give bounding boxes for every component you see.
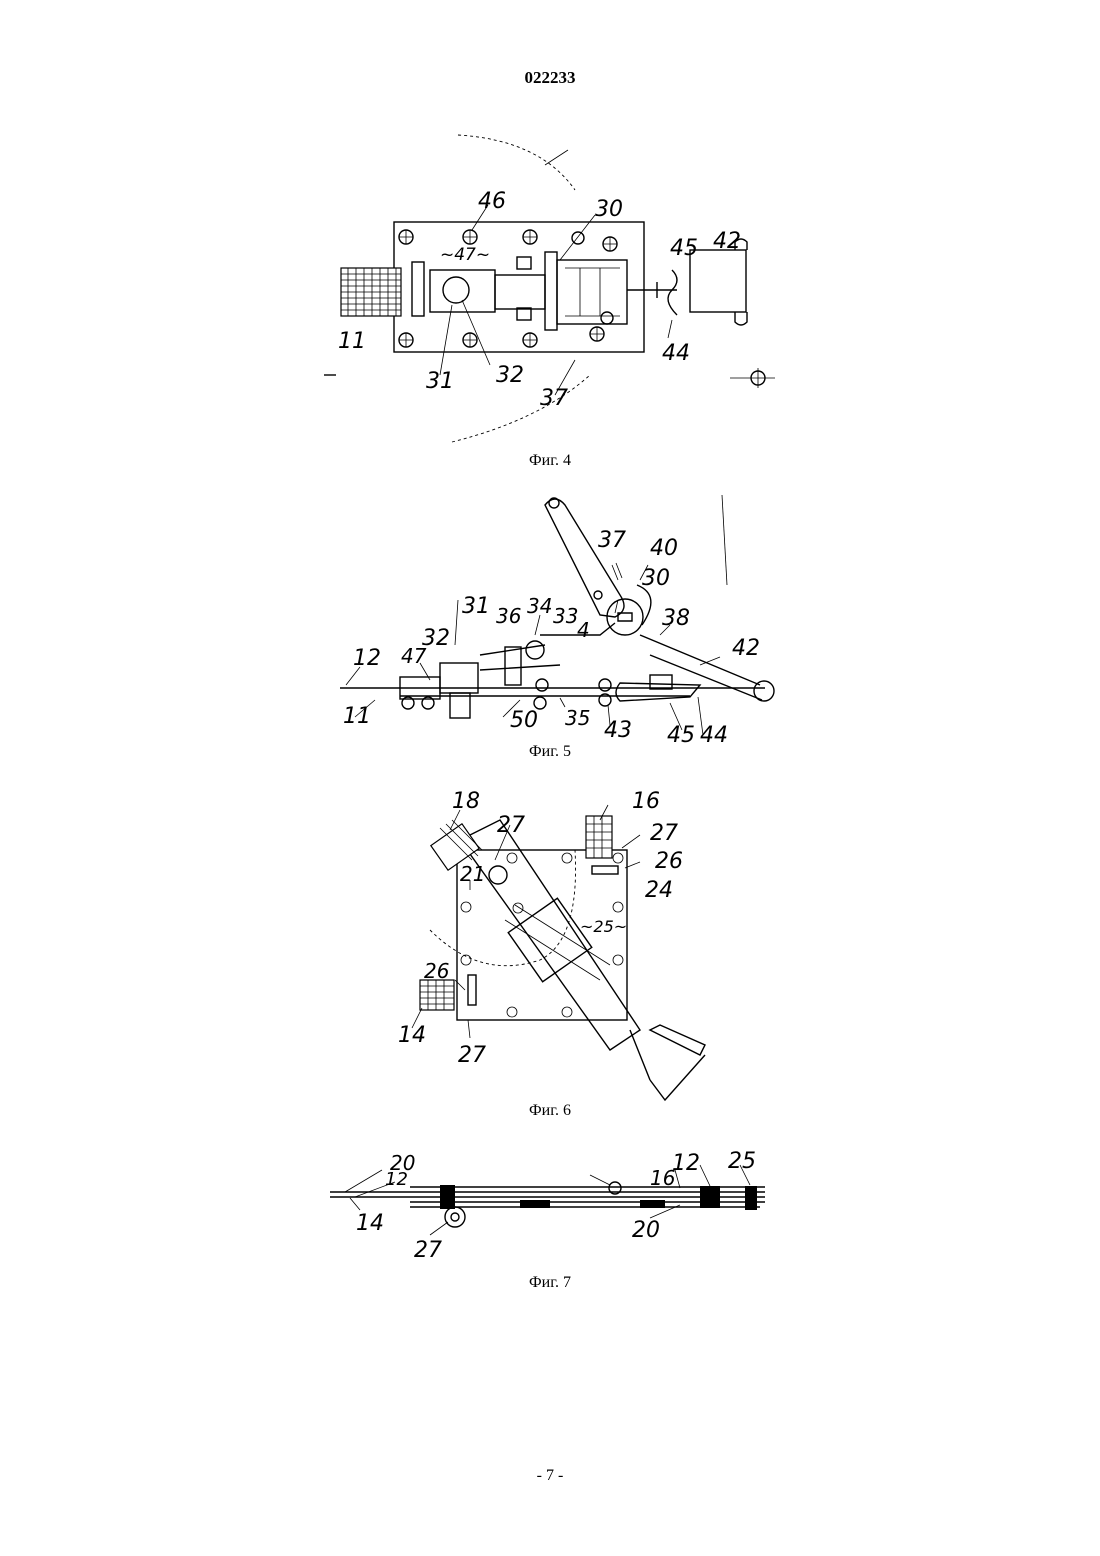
label-44: 44	[662, 341, 690, 366]
label-42: 42	[732, 636, 760, 661]
figure-5-caption: Фиг. 5	[0, 743, 1100, 761]
figure-6-caption: Фиг. 6	[0, 1102, 1100, 1120]
label-16: 16	[632, 789, 660, 814]
label-50: 50	[510, 708, 538, 733]
label-14: 14	[398, 1023, 426, 1048]
label-12: 12	[353, 646, 381, 671]
label-34: 34	[527, 594, 552, 618]
label-24: 24	[645, 878, 673, 903]
label-27-right: 27	[650, 821, 678, 846]
label-47: ~47~	[440, 245, 490, 265]
label-38: 38	[662, 606, 690, 631]
label-14: 14	[356, 1211, 384, 1236]
label-26-left: 26	[424, 959, 449, 983]
label-37: 37	[540, 386, 568, 411]
label-12-left: 12	[385, 1169, 408, 1190]
handle-42	[690, 250, 746, 312]
tape-11	[341, 268, 401, 316]
label-11: 11	[338, 329, 366, 354]
label-45: 45	[670, 236, 698, 261]
label-45: 45	[667, 723, 695, 745]
tape-16	[586, 816, 612, 858]
label-20-bottom: 20	[632, 1218, 660, 1243]
label-47: 47	[401, 644, 427, 668]
bolt-holes	[399, 230, 617, 347]
figure-4: 46 30 ~47~ 45 42 11 31 32 37 44 Фиг. 4	[0, 120, 1100, 480]
label-11: 11	[343, 704, 371, 729]
label-30: 30	[642, 566, 670, 591]
slide-bar-47	[430, 270, 495, 312]
label-21: 21	[460, 862, 485, 886]
swing-arc-top	[458, 135, 575, 190]
document-number: 022233	[0, 68, 1100, 88]
label-25: ~25~	[580, 917, 627, 936]
label-43: 43	[604, 718, 632, 743]
label-33: 33	[553, 604, 578, 628]
label-26-right: 26	[655, 849, 683, 874]
label-42: 42	[713, 229, 741, 254]
ratchet-frame	[545, 252, 557, 330]
label-27-bottom: 27	[458, 1043, 486, 1068]
label-27-top: 27	[497, 813, 525, 838]
figure-7-drawing: 20 12 14 16 12 25 20 27	[0, 1140, 1100, 1275]
label-12-right: 12	[672, 1151, 700, 1176]
figure-4-drawing: 46 30 ~47~ 45 42 11 31 32 37 44	[0, 120, 1100, 460]
label-44: 44	[700, 723, 728, 745]
page-number: - 7 -	[0, 1467, 1100, 1485]
tape-14	[420, 980, 454, 1010]
label-18: 18	[452, 789, 480, 814]
lever-37	[545, 499, 624, 617]
figure-5-drawing: 37 40 30 31 34 36 33 4 38 32 42 12 47 11…	[0, 485, 1100, 745]
label-32: 32	[496, 363, 524, 388]
handle	[630, 1025, 705, 1080]
rail-50	[340, 688, 765, 696]
label-46: 46	[478, 189, 506, 214]
label-4: 4	[577, 618, 590, 642]
figure-4-caption: Фиг. 4	[0, 452, 1100, 470]
figure-6: 18 16 27 27 26 24 21 ~25~ 26 14 27 Фиг. …	[0, 780, 1100, 1125]
hook-45	[627, 282, 677, 298]
figure-6-drawing: 18 16 27 27 26 24 21 ~25~ 26 14 27	[0, 780, 1100, 1110]
figure-5: 37 40 30 31 34 36 33 4 38 32 42 12 47 11…	[0, 485, 1100, 770]
roller-27	[445, 1207, 465, 1227]
figure-7-caption: Фиг. 7	[0, 1274, 1100, 1292]
label-30: 30	[595, 197, 623, 222]
figure-7: 20 12 14 16 12 25 20 27 Фиг. 7	[0, 1140, 1100, 1300]
label-35: 35	[565, 706, 590, 730]
label-27: 27	[414, 1238, 442, 1263]
base-plate	[394, 222, 644, 352]
hook-45	[616, 683, 700, 701]
label-36: 36	[496, 604, 521, 628]
label-37: 37	[598, 528, 626, 553]
label-25: 25	[728, 1149, 756, 1174]
label-31: 31	[426, 369, 454, 394]
label-40: 40	[650, 536, 678, 561]
label-31: 31	[462, 594, 490, 619]
